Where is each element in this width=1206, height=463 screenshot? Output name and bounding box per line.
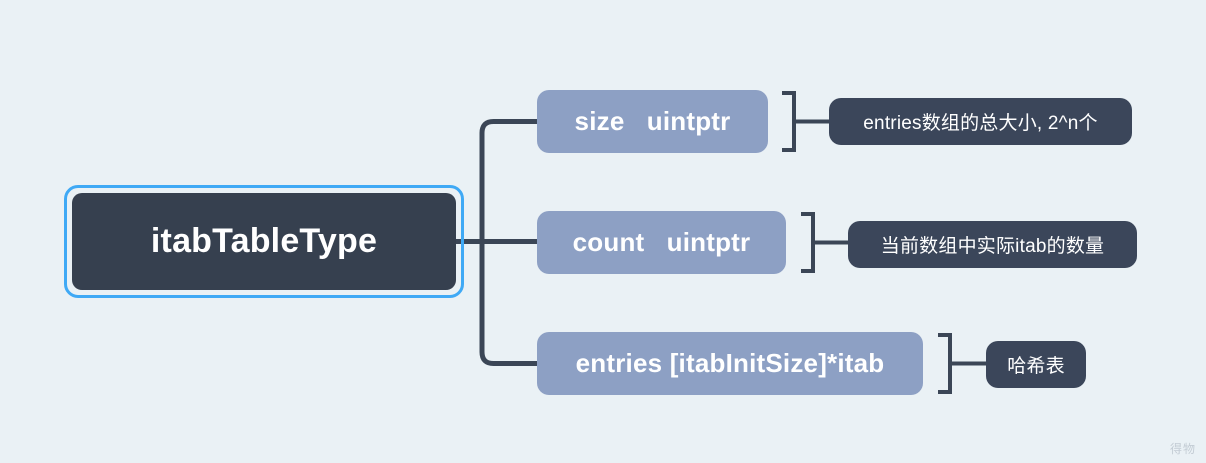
root-node-selection-ring	[64, 185, 464, 298]
bracket-1	[782, 91, 796, 152]
root-node-itabtabletype[interactable]: itabTableType	[72, 193, 456, 290]
connector-branch-3	[479, 241, 537, 366]
note-node-size[interactable]: entries数组的总大小, 2^n个	[829, 98, 1132, 145]
field-node-entries[interactable]: entries [itabInitSize]*itab	[537, 332, 923, 395]
bracket-3	[938, 333, 952, 394]
note-node-entries[interactable]: 哈希表	[986, 341, 1086, 388]
note-node-count[interactable]: 当前数组中实际itab的数量	[848, 221, 1137, 268]
watermark: 得物	[1169, 442, 1196, 456]
bracket-2	[801, 212, 815, 273]
field-node-count[interactable]: count uintptr	[537, 211, 786, 274]
connector-branch-1	[479, 119, 537, 242]
field-node-size[interactable]: size uintptr	[537, 90, 768, 153]
